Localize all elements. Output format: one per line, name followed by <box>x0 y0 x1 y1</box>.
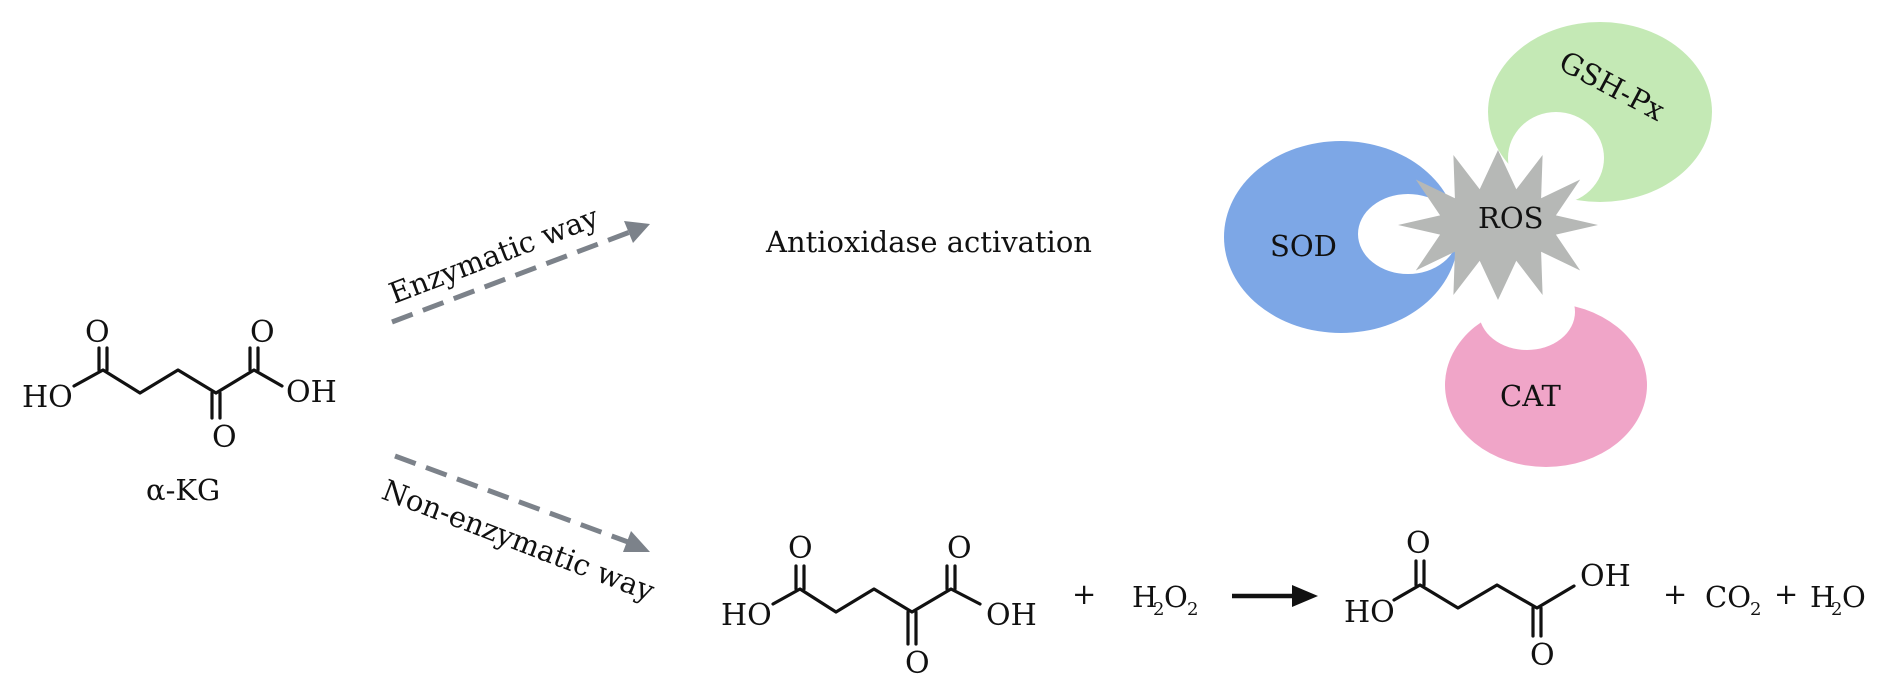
h2o2-h: H <box>1132 580 1157 614</box>
reactant-alpha-kg-structure: HO O O OH O <box>721 531 1037 681</box>
water-formula: H 2 O <box>1810 580 1866 620</box>
atom-label-ho: HO <box>721 598 772 633</box>
ros-label: ROS <box>1478 201 1543 235</box>
h2o2-subscript-2: 2 <box>1187 599 1198 620</box>
alpha-kg-label: α-KG <box>146 473 220 507</box>
atom-label-o: O <box>905 646 930 681</box>
h2o-o: O <box>1842 580 1866 614</box>
atom-label-o: O <box>788 531 813 566</box>
atom-label-o: O <box>212 420 237 455</box>
product-succinate-structure: HO O OH O <box>1344 526 1631 673</box>
reaction-arrow <box>1232 585 1318 607</box>
hydrogen-peroxide-formula: H 2 O 2 <box>1132 580 1198 620</box>
enzyme-cluster: ROS SOD GSH-Px CAT <box>1224 22 1712 467</box>
atom-label-o: O <box>1530 638 1555 673</box>
h2o2-o: O <box>1164 580 1188 614</box>
atom-label-o: O <box>250 315 275 350</box>
carbon-dioxide-formula: CO 2 <box>1705 580 1761 620</box>
atom-label-oh: OH <box>986 598 1037 633</box>
h2o-subscript-2: 2 <box>1831 599 1842 620</box>
co2-co: CO <box>1705 580 1751 614</box>
ros-star-shape <box>1398 150 1598 300</box>
atom-label-o: O <box>947 531 972 566</box>
bond-lines <box>1392 559 1576 638</box>
alpha-kg-structure: HO O O OH O α-KG <box>22 315 337 507</box>
sod-enzyme-shape <box>1224 141 1458 333</box>
atom-label-ho: HO <box>22 380 73 415</box>
bond-lines <box>771 564 982 646</box>
sod-label: SOD <box>1270 229 1337 263</box>
antioxidase-activation-label: Antioxidase activation <box>765 225 1092 259</box>
cat-binding-pocket <box>1479 274 1575 350</box>
plus-sign: + <box>1072 577 1096 611</box>
bond-lines <box>72 346 284 420</box>
co2-subscript-2: 2 <box>1750 599 1761 620</box>
atom-label-oh: OH <box>286 375 337 410</box>
plus-sign: + <box>1663 577 1687 611</box>
atom-label-oh: OH <box>1580 559 1631 594</box>
atom-label-ho: HO <box>1344 595 1395 630</box>
non-enzymatic-arrow <box>394 453 650 552</box>
h2o2-subscript-2: 2 <box>1153 599 1164 620</box>
enzymatic-arrow <box>391 221 650 325</box>
cat-label: CAT <box>1500 379 1562 413</box>
atom-label-o: O <box>1406 526 1431 561</box>
h2o-h: H <box>1810 580 1835 614</box>
atom-label-o: O <box>85 315 110 350</box>
plus-sign: + <box>1774 577 1798 611</box>
cat-enzyme-shape <box>1445 303 1647 467</box>
enzymatic-way-label: Enzymatic way <box>384 199 603 310</box>
